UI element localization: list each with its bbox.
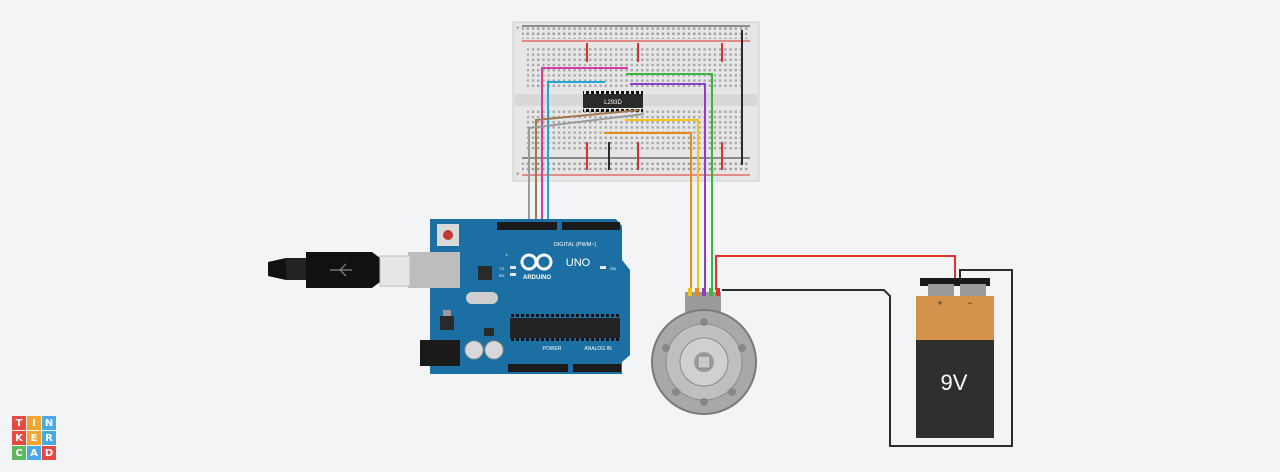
logo-tile: R	[42, 431, 56, 445]
battery-minus: −	[967, 298, 972, 308]
usb-cable[interactable]	[268, 252, 411, 288]
battery-plus: +	[937, 298, 942, 308]
arduino-logo	[520, 253, 553, 271]
atmega-chip	[510, 318, 620, 338]
logo-tile: D	[42, 446, 56, 460]
battery-wires	[715, 255, 1013, 447]
logo-tile: K	[12, 431, 26, 445]
l-led-label: L	[506, 252, 509, 257]
dc-jack	[420, 340, 460, 366]
rx-label: RX	[499, 273, 505, 278]
logo-tile: A	[27, 446, 41, 460]
digital-header-label: DIGITAL (PWM~)	[554, 242, 597, 248]
ic-label: L293D	[604, 100, 622, 106]
usb-port	[408, 252, 460, 288]
l293d-chip[interactable]: L293D	[583, 90, 643, 112]
power-label: POWER	[543, 346, 562, 352]
arduino-uno[interactable]: DIGITAL (PWM~) ARDUINO UNO L TX RX ON	[408, 219, 630, 374]
rail-plus-label: +	[516, 26, 520, 32]
logo-tile: C	[12, 446, 26, 460]
logo-tile: E	[27, 431, 41, 445]
logo-tile: I	[27, 416, 41, 430]
tx-label: TX	[499, 266, 504, 271]
analog-label: ANALOG IN	[584, 346, 612, 352]
battery-voltage: 9V	[941, 370, 968, 395]
on-led-label: ON	[610, 266, 616, 271]
rail-plus-label-bottom: +	[516, 172, 520, 178]
signal-wires	[528, 67, 713, 290]
breadboard-jumpers	[586, 30, 743, 170]
dc-motor[interactable]	[651, 288, 757, 415]
arduino-brand: ARDUINO	[523, 275, 551, 281]
battery-9v[interactable]: + − 9V	[916, 278, 994, 438]
logo-tile: T	[12, 416, 26, 430]
usb-icon	[330, 263, 352, 277]
logo-tile: N	[42, 416, 56, 430]
arduino-model: UNO	[566, 257, 591, 269]
